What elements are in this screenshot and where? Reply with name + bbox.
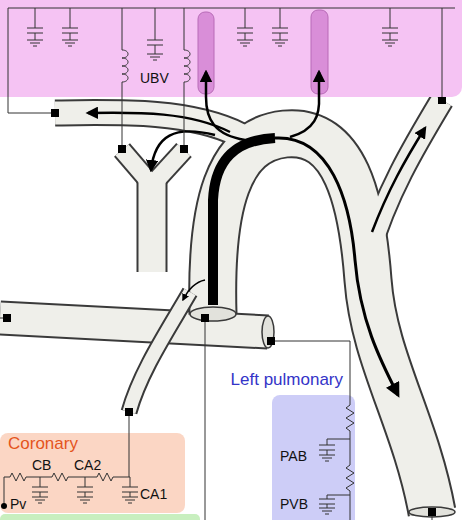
capacitor-symbol xyxy=(382,8,398,46)
terminal-marker xyxy=(125,408,133,416)
region-title: Left pulmonary xyxy=(231,370,343,390)
terminal-marker xyxy=(51,109,59,117)
wire xyxy=(129,433,130,477)
wires xyxy=(0,97,442,520)
terminal-marker xyxy=(201,314,209,322)
vessel-outline xyxy=(137,178,168,272)
capacitor-symbol xyxy=(147,8,163,60)
flow-arrow xyxy=(205,72,208,97)
flow-arrow xyxy=(183,280,205,300)
text-holder: Pv xyxy=(10,495,26,513)
resistor-symbol xyxy=(4,473,130,481)
bus-wire xyxy=(8,8,455,97)
circuit-wires xyxy=(8,8,455,97)
capacitor-symbol xyxy=(237,8,253,46)
aorta xyxy=(213,134,432,512)
carotid-fork xyxy=(152,150,184,185)
flow-arrow xyxy=(372,128,425,232)
text-holder: Coronary xyxy=(8,434,78,454)
text-holder: PAB xyxy=(280,447,307,465)
component-label: PAB xyxy=(280,448,307,464)
aortic-root xyxy=(190,307,236,321)
flow-arrow xyxy=(318,72,321,97)
vessel-outline xyxy=(152,150,184,185)
green-panel xyxy=(0,514,200,520)
inductor-symbol xyxy=(122,8,128,97)
text-holder: CA1 xyxy=(140,485,167,503)
region-title: Coronary xyxy=(8,434,78,454)
circuit-diagram xyxy=(0,0,462,97)
text-holder: PVB xyxy=(280,495,308,513)
component-label: UBV xyxy=(140,70,169,86)
terminal-marker xyxy=(180,145,188,153)
pressure-node xyxy=(1,503,7,509)
terminal-marker xyxy=(3,314,11,322)
text-holder: CA2 xyxy=(74,456,101,474)
component-label: CA1 xyxy=(140,486,167,502)
carotid-branch xyxy=(139,178,166,272)
subclavian-branch xyxy=(55,112,240,135)
circuit-wires xyxy=(4,433,138,505)
flow-arrow xyxy=(275,138,398,395)
region-panel: UBV xyxy=(0,0,462,97)
vessel-outline xyxy=(55,112,240,135)
capacitor-symbol xyxy=(319,439,350,461)
capacitor-symbol xyxy=(272,8,288,46)
component-label: PVB xyxy=(280,496,308,512)
wire xyxy=(184,97,185,146)
wire xyxy=(4,477,5,505)
vessel-end xyxy=(262,316,274,348)
circuit-wires xyxy=(319,395,354,520)
coronary-artery xyxy=(129,292,190,412)
capacitor-symbol xyxy=(77,477,93,503)
component-label: CB xyxy=(32,457,51,473)
wire xyxy=(8,97,52,113)
vessel-end xyxy=(409,507,455,517)
resistor-symbol xyxy=(346,395,354,520)
capacitor-symbol xyxy=(319,495,350,514)
terminal-markers xyxy=(3,96,446,516)
capacitor-symbol xyxy=(27,8,43,46)
wire xyxy=(205,318,206,520)
text-holder: UBV xyxy=(140,69,169,87)
terminal-marker xyxy=(428,508,436,516)
flow-arrows xyxy=(88,97,425,395)
flow-arrow xyxy=(290,97,319,137)
component-label: CA2 xyxy=(74,457,101,473)
vessel-outline xyxy=(129,292,190,412)
flow-arrow xyxy=(88,113,230,132)
terminal-marker xyxy=(267,337,275,345)
inductor-symbol xyxy=(184,8,190,97)
component-label: Pv xyxy=(10,496,26,512)
text-holder: CB xyxy=(32,456,51,474)
wire xyxy=(122,97,123,146)
flow-arrow xyxy=(151,131,215,170)
text-holder: Left pulmonary xyxy=(231,370,343,390)
terminal-marker xyxy=(118,145,126,153)
capacitor-symbol xyxy=(32,477,48,503)
capacitor-symbol xyxy=(62,8,78,46)
capacitor-symbol xyxy=(122,477,138,503)
flow-band xyxy=(213,138,275,305)
terminal-marker xyxy=(438,96,446,104)
